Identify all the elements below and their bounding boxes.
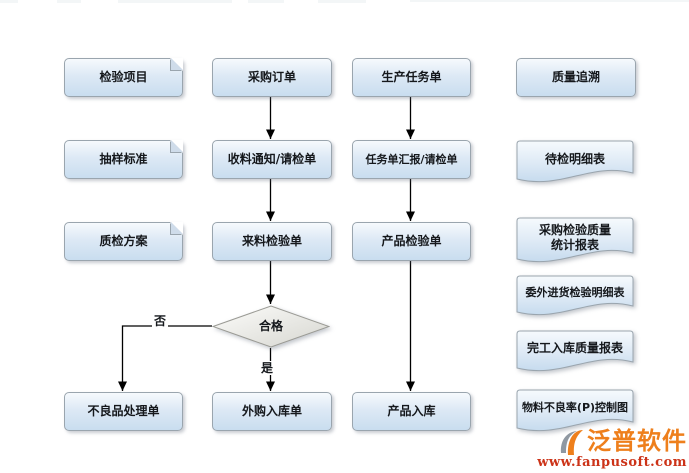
- inspection-item-node: 检验项目: [64, 58, 183, 97]
- sampling-standard-node: 抽样标准: [64, 140, 183, 179]
- fanpu-logo-icon: [560, 430, 583, 455]
- receipt-notice-node: 收料通知/请检单: [212, 140, 332, 179]
- task-report-label: 任务单汇报/请检单: [365, 152, 458, 166]
- receipt-to-incoming-arrowhead: [266, 211, 275, 221]
- vendor-watermark: 泛普软件 www.fanpusoft.com: [537, 427, 687, 470]
- quality-trace-node: 质量追溯: [516, 58, 636, 97]
- decision-no-to-defective-label: 否: [152, 314, 169, 328]
- defective-handling-node: 不良品处理单: [64, 392, 183, 431]
- top-edge-artifact: [118, 0, 232, 3]
- production-task-label: 生产任务单: [381, 70, 442, 84]
- outsourcing-inspection-list-node: 委外进货检验明细表: [516, 275, 634, 317]
- production-to-taskreport-arrowhead: [406, 129, 415, 139]
- top-edge-artifact: [410, 0, 689, 2]
- qualified-decision-node: 合格: [212, 305, 330, 348]
- receipt-notice-label: 收料通知/请检单: [227, 152, 317, 166]
- top-edge-artifact: [0, 0, 18, 3]
- incoming-to-decision-arrowhead: [266, 294, 275, 304]
- top-edge-artifact: [318, 0, 366, 3]
- qc-plan-label: 质检方案: [99, 234, 148, 248]
- purchase-quality-report-node: 采购检验质量 统计报表: [516, 217, 634, 264]
- defective-handling-label: 不良品处理单: [87, 404, 160, 418]
- top-edge-artifact: [57, 0, 81, 3]
- completion-quality-report-node: 完工入库质量报表: [516, 330, 634, 373]
- sampling-standard-label: 抽样标准: [99, 152, 148, 166]
- decision-no-to-defective-line: [121, 325, 212, 391]
- task-report-node: 任务单汇报/请检单: [352, 140, 471, 179]
- purchase-order-node: 采购订单: [212, 58, 332, 97]
- pending-inspection-list-node: 待检明细表: [516, 140, 634, 184]
- decision-yes-to-purchased-arrowhead: [266, 381, 275, 391]
- vendor-url-link[interactable]: www.fanpusoft.com: [537, 455, 687, 470]
- purchased-warehousing-node: 外购入库单: [212, 392, 332, 431]
- purchase-to-receipt-arrowhead: [266, 129, 275, 139]
- decision-no-to-defective-arrowhead: [118, 381, 127, 391]
- product-warehousing-node: 产品入库: [352, 392, 471, 431]
- production-task-node: 生产任务单: [352, 58, 471, 97]
- purchased-warehousing-label: 外购入库单: [241, 404, 302, 418]
- top-edge-artifact: [248, 0, 284, 3]
- decision-yes-to-purchased-label: 是: [259, 361, 276, 375]
- inspection-to-warehousing-arrowhead: [406, 381, 415, 391]
- purchase-order-label: 采购订单: [247, 70, 296, 84]
- product-inspection-node: 产品检验单: [352, 222, 471, 261]
- taskreport-to-inspection-arrowhead: [406, 211, 415, 221]
- quality-trace-label: 质量追溯: [551, 70, 600, 84]
- product-inspection-label: 产品检验单: [381, 234, 442, 248]
- product-warehousing-label: 产品入库: [387, 404, 436, 418]
- incoming-inspection-node: 来料检验单: [212, 222, 332, 261]
- inspection-item-label: 检验项目: [99, 70, 148, 84]
- incoming-inspection-label: 来料检验单: [241, 234, 302, 248]
- vendor-name: 泛普软件: [587, 427, 687, 455]
- qc-plan-node: 质检方案: [64, 222, 183, 261]
